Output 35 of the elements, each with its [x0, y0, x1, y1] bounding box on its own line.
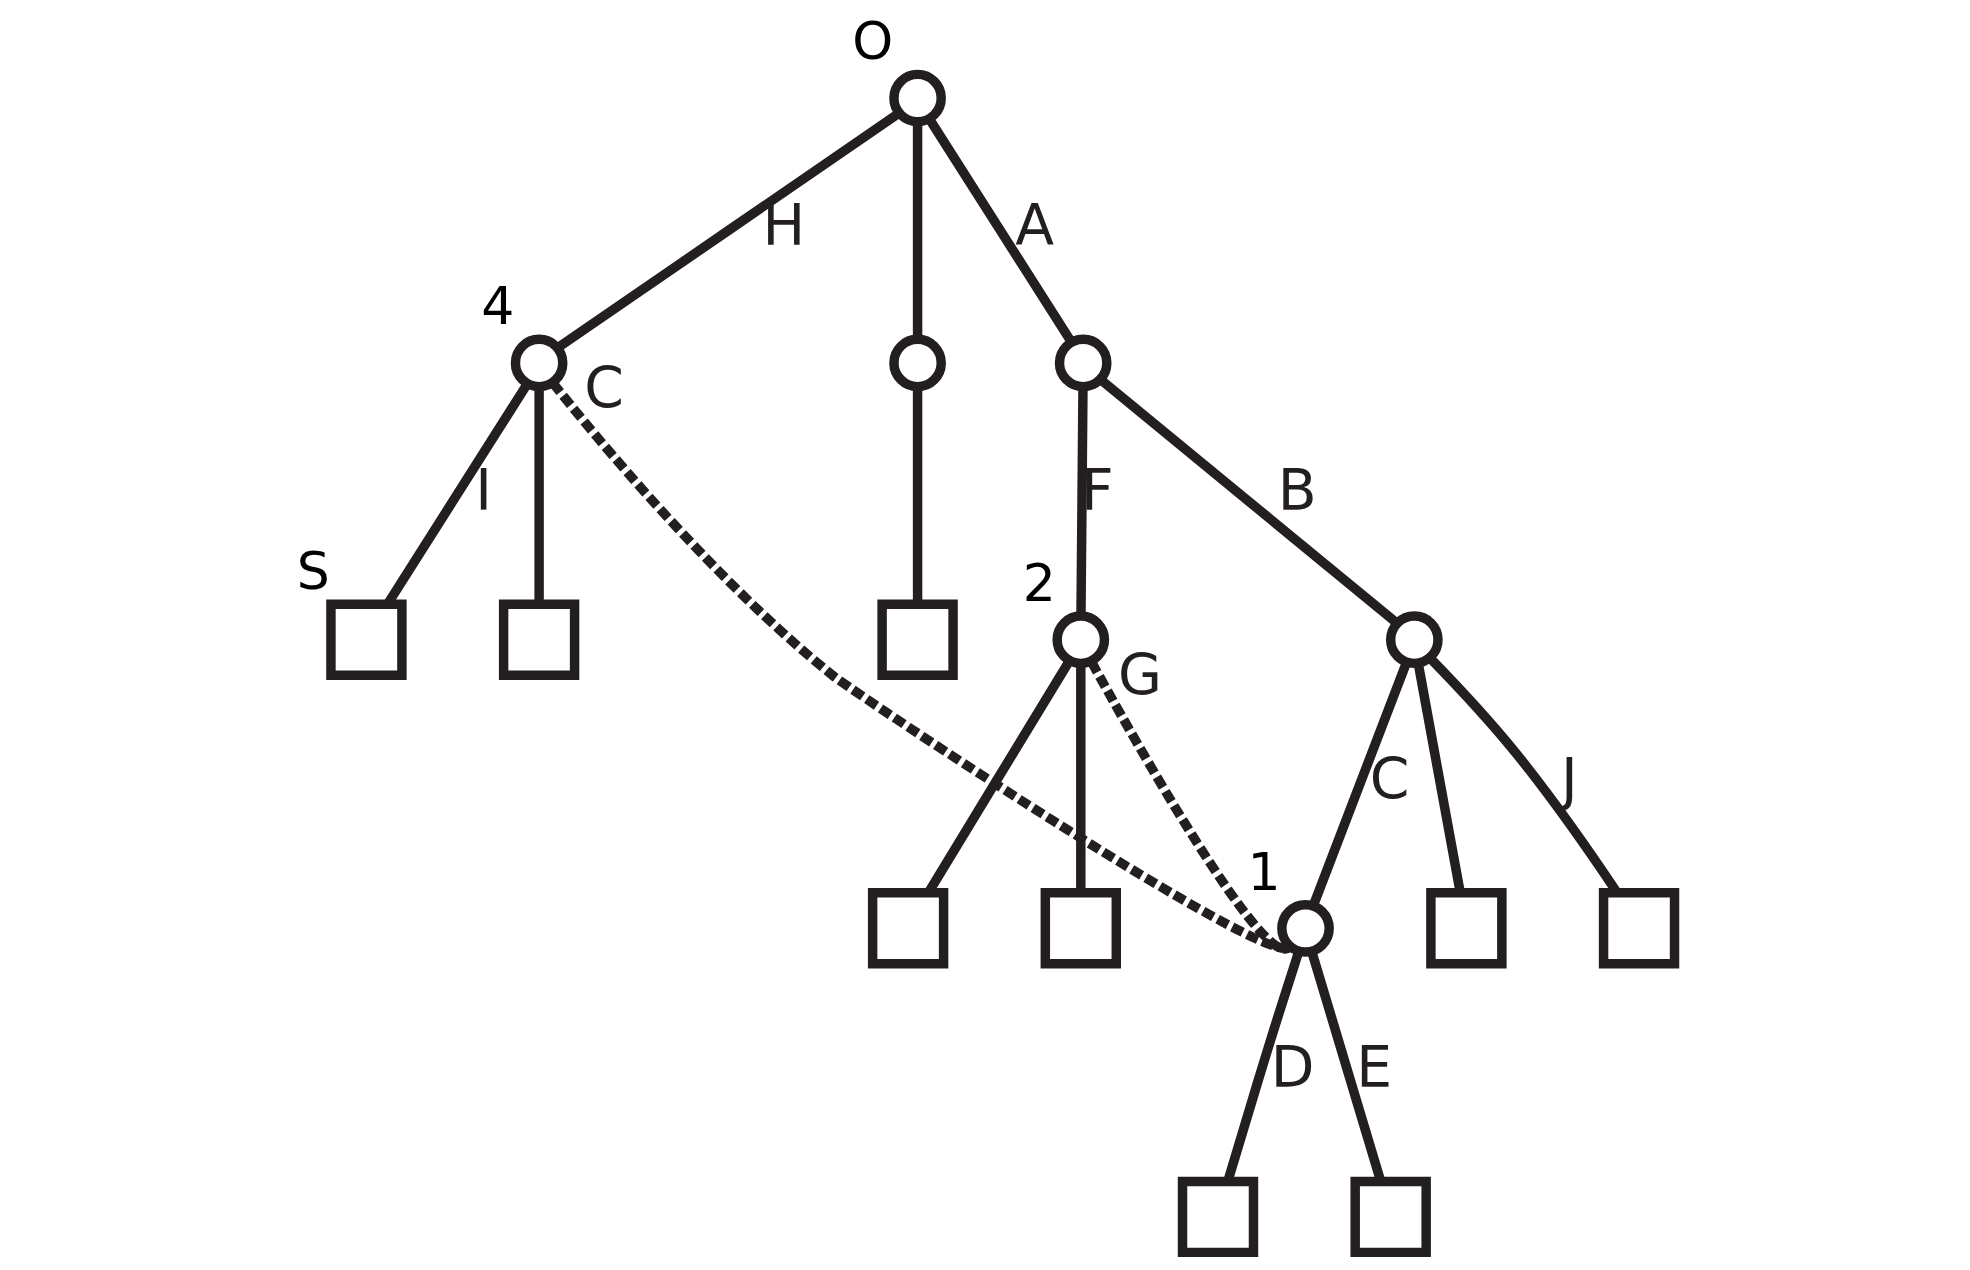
edge-label: A — [1015, 192, 1055, 259]
node-circle — [1385, 611, 1443, 669]
node-box — [1426, 888, 1507, 969]
node-box — [1177, 1176, 1259, 1258]
edge-label: E — [1356, 1034, 1393, 1101]
node-label: 2 — [1022, 552, 1056, 613]
node-circle — [889, 334, 946, 392]
edge-label: G — [1118, 642, 1163, 709]
node-label: 4 — [481, 276, 515, 337]
connector — [555, 109, 901, 352]
node-circle — [510, 334, 568, 392]
node-circle — [889, 69, 946, 127]
connector — [1087, 659, 1290, 953]
node-box — [498, 599, 580, 680]
node-circle — [1052, 611, 1110, 669]
node-box — [1350, 1176, 1431, 1258]
node-circle — [1054, 334, 1112, 392]
connector — [549, 380, 1290, 952]
node-box — [1040, 888, 1121, 969]
edge-label: I — [475, 457, 492, 524]
node-box — [867, 888, 949, 969]
edge-label: C — [584, 354, 624, 421]
node-box — [1598, 888, 1680, 969]
node-label: 1 — [1247, 841, 1281, 902]
edge-label: B — [1277, 457, 1317, 524]
node-box — [326, 599, 407, 680]
node-label: O — [852, 11, 894, 72]
edge-label: D — [1270, 1034, 1315, 1101]
node-box — [877, 599, 958, 680]
edge-label: H — [762, 192, 806, 259]
node-circle — [1277, 899, 1334, 957]
connector — [925, 116, 1076, 345]
node-label: S — [296, 541, 330, 602]
connector — [1097, 376, 1401, 627]
edge-label: C — [1369, 745, 1410, 812]
